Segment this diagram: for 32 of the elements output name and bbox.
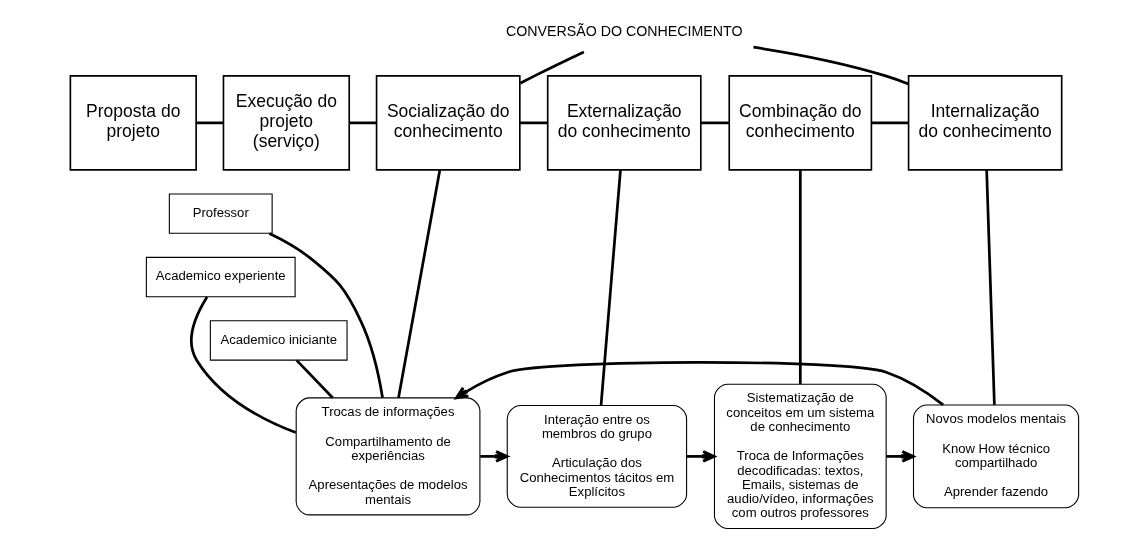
connector [984,170,996,405]
connector [519,121,547,125]
connector [700,121,729,125]
connector [599,169,622,406]
node-text: CONVERSÃO DO CONHECIMENTO [505,22,742,39]
node-box: Execução do projeto (serviço) [222,75,350,171]
connector [519,50,584,85]
connector [798,170,802,385]
arrow [479,450,508,463]
connector [752,45,909,86]
node-box: Socialização do conhecimento [375,75,521,171]
node-box: Academico experiente [145,256,296,298]
node-box: Proposta do projeto [69,75,197,171]
connector [870,121,908,125]
node-box: Internalização do conhecimento [907,75,1062,171]
connector [396,169,441,398]
node-box: Sistematização de conceitos em um sistema de conhecimento Troca de Informações decodificadas: textos, Emails, sistemas de audio/vídeo, informações com outros professores [713,383,887,530]
node-box: Externalização do conhecimento [546,75,702,171]
connector [295,359,334,399]
node-box: Trocas de informações Compartilhamento de experiências Apresentações de modelos mentais [295,397,480,516]
node-box: Combinação do conhecimento [727,75,872,171]
connector [195,121,223,125]
arrow [686,450,716,463]
arrow [454,361,944,406]
arrow [885,450,915,463]
connector [189,296,296,434]
connector [268,232,384,398]
connector [348,121,376,125]
node-box: Academico iniciante [209,320,348,361]
node-box: Interação entre os membros do grupo Articulação dos Conhecimentos tácitos em Explícitos [506,405,687,508]
node-box: Novos modelos mentais Know How técnico compartilhado Aprender fazendo [912,404,1079,509]
node-box: Professor [168,193,273,234]
